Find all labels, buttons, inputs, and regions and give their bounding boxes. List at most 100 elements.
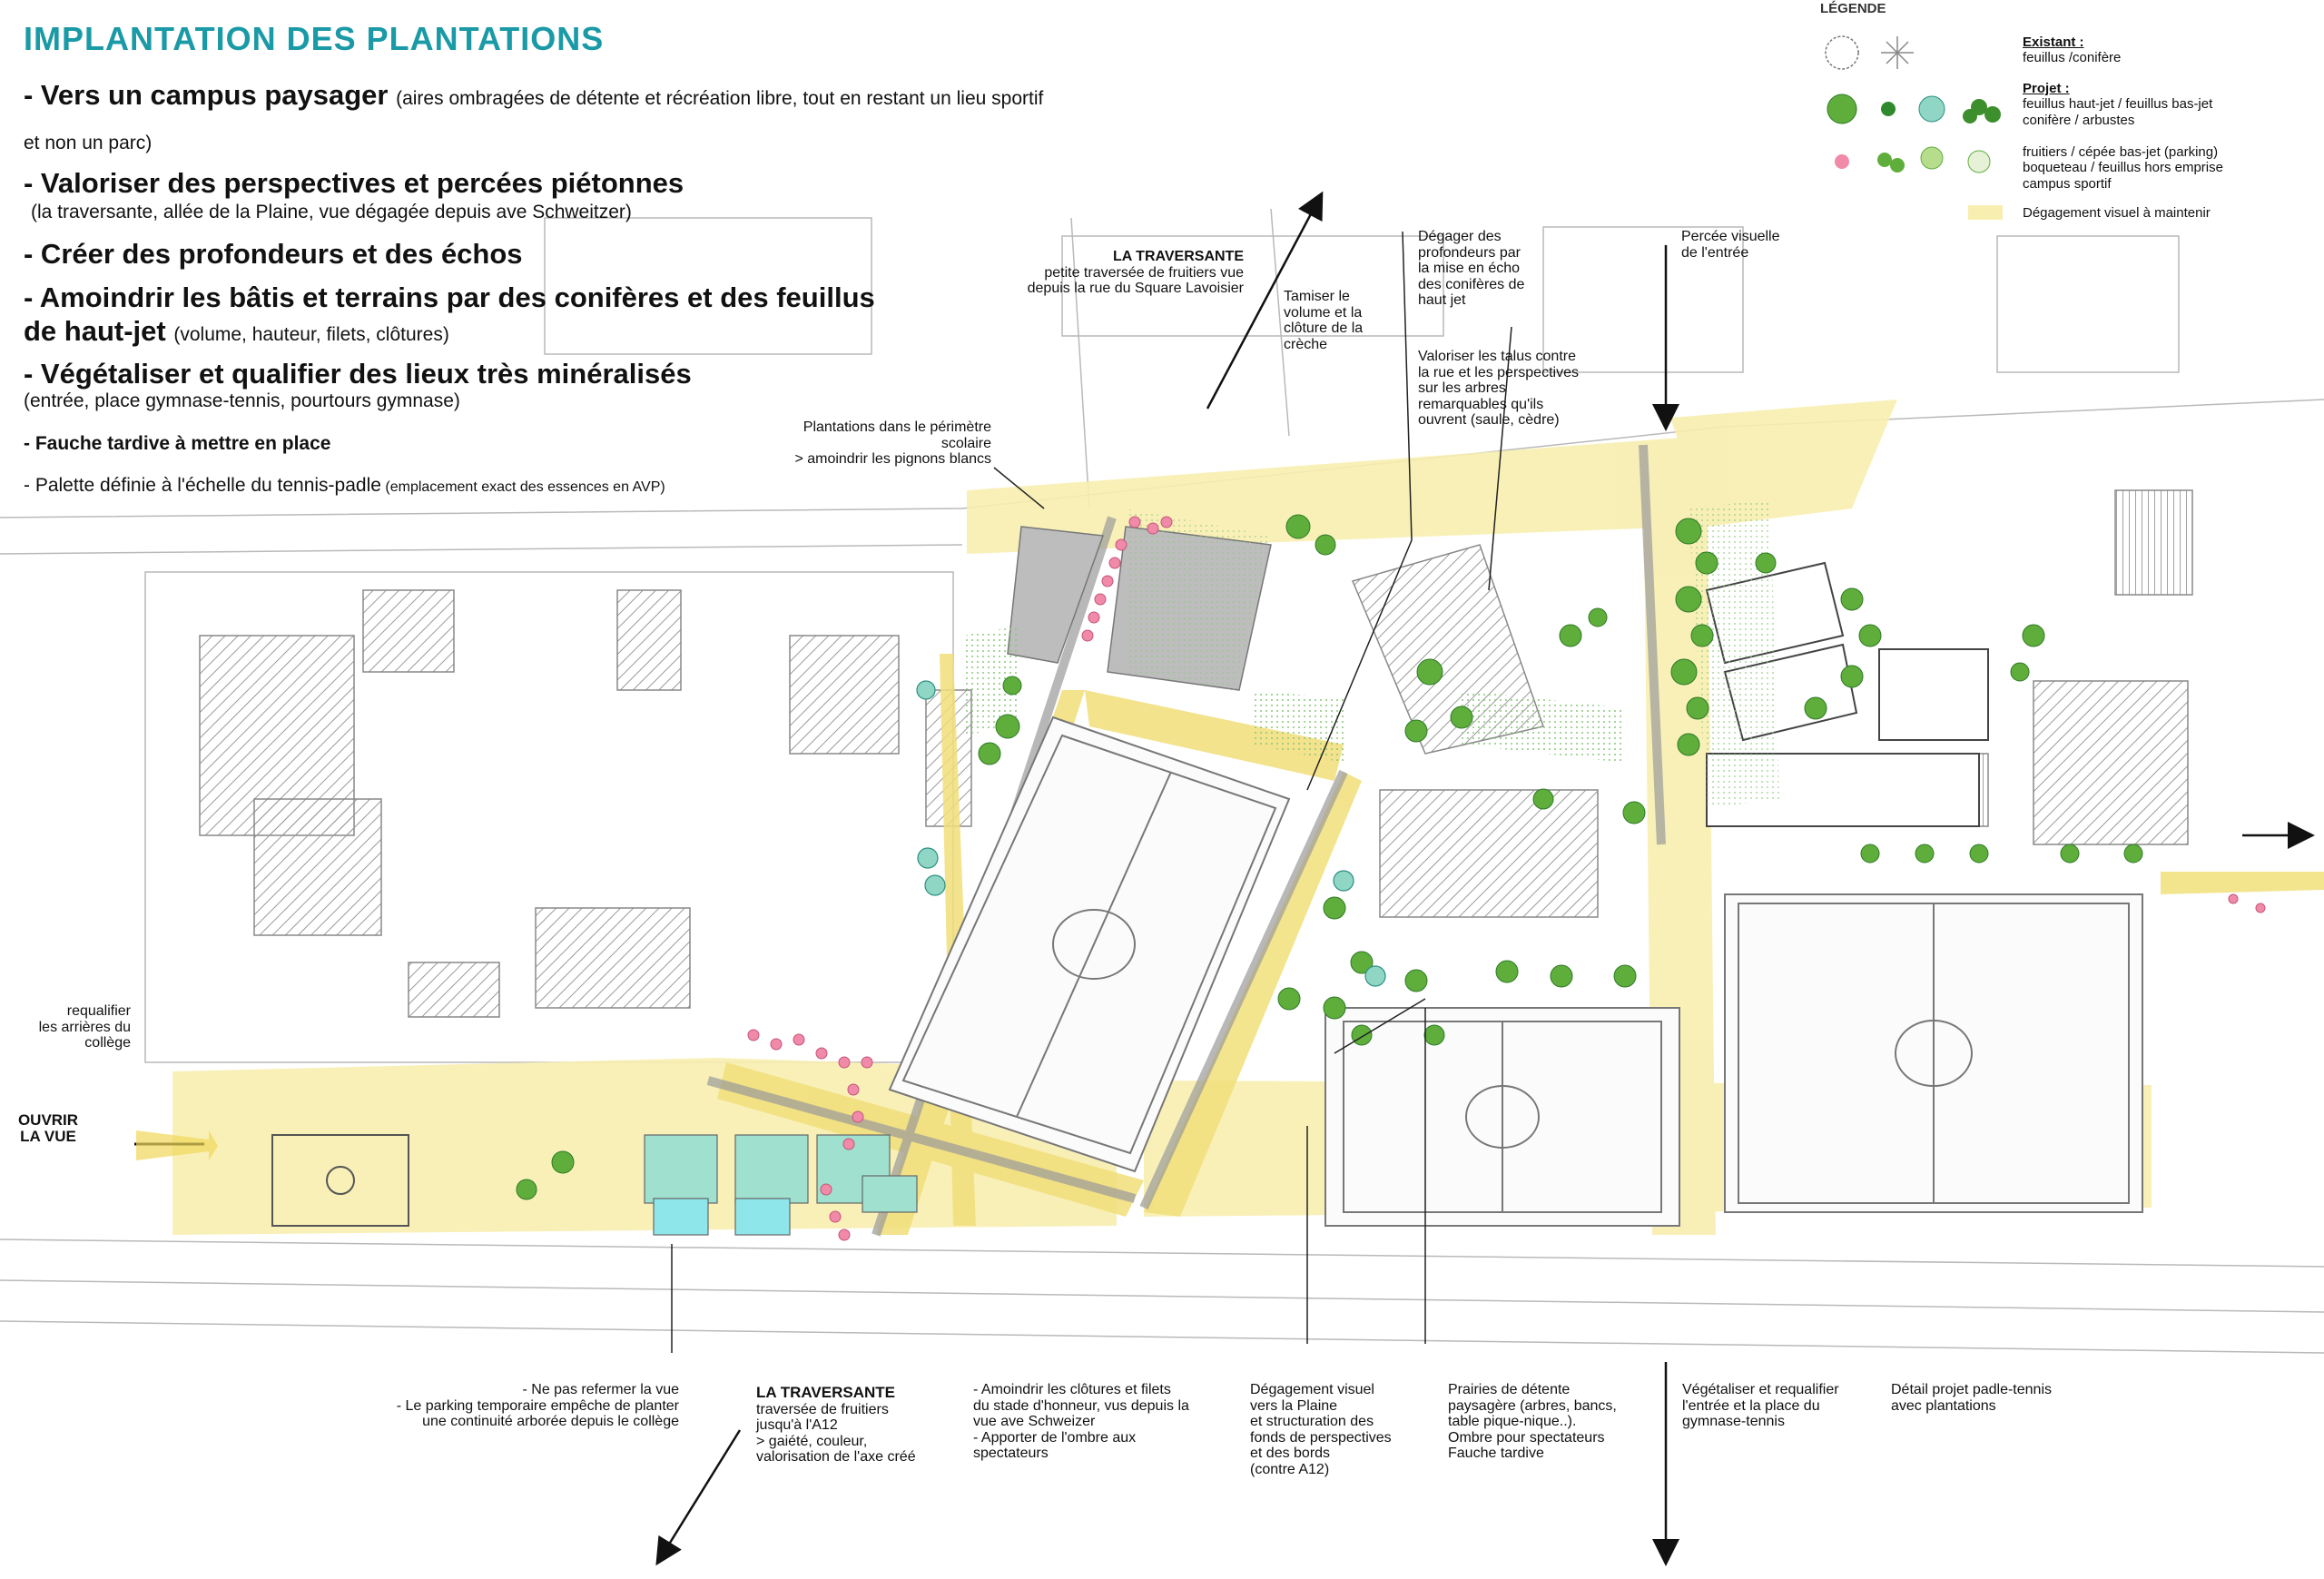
plantations-line: scolaire	[940, 435, 991, 451]
ne-pas-line: - Ne pas refermer la vue	[522, 1382, 679, 1397]
objective-1-cont: et non un parc)	[24, 133, 153, 153]
annotation-degager: Dégager des profondeurs par la mise en é…	[1418, 229, 1524, 309]
objective-5-detail: (entrée, place gymnase-tennis, pourtours…	[24, 390, 460, 411]
buildings	[199, 489, 2193, 1018]
degager-line: des conifères de	[1418, 276, 1525, 292]
annotation-valoriser: Valoriser les talus contre la rue et les…	[1418, 349, 1579, 429]
legend-existant-head: Existant :	[2023, 35, 2084, 50]
objective-1-detail: (aires ombragées de détente et récréatio…	[396, 88, 1044, 109]
valoriser-line: la rue et les perspectives	[1418, 364, 1579, 380]
requalifier-line: les arrières du	[38, 1019, 131, 1035]
project-trees	[516, 514, 2143, 1200]
bullet-palette: - Palette définie à l'échelle du tennis-…	[24, 475, 665, 497]
vegetaliser-line: gymnase-tennis	[1682, 1414, 1785, 1430]
ouvrir-line: OUVRIR	[17, 1111, 79, 1129]
legend-fruit-line1: fruitiers / cépée bas-jet (parking)	[2023, 144, 2219, 160]
bullet-palette-detail: (emplacement exact des essences en AVP)	[385, 479, 665, 495]
amoindrir-line: spectateurs	[973, 1446, 1049, 1462]
detail-padle-line: Détail projet padle-tennis	[1891, 1382, 2052, 1397]
annotation-ouvrir-la-vue: OUVRIR LA VUE	[7, 1112, 89, 1145]
annotation-degagement-visuel: Dégagement visuel vers la Plaine et stru…	[1250, 1382, 1392, 1478]
legend-symbols	[1825, 35, 2003, 220]
legend-existant-body: feuillus /conifère	[2023, 50, 2122, 66]
annotation-percee: Percée visuelle de l'entrée	[1681, 229, 1780, 261]
plantations-line: > amoindrir les pignons blancs	[794, 451, 991, 468]
annotation-vegetaliser-entree: Végétaliser et requalifier l'entrée et l…	[1682, 1382, 1839, 1430]
fruit-trees	[747, 516, 2266, 1241]
annotation-amoindrir-clotures: - Amoindrir les clôtures et filets du st…	[973, 1382, 1189, 1462]
plantations-line: Plantations dans le périmètre	[803, 419, 991, 435]
annotation-plantations: Plantations dans le périmètre scolaire >…	[737, 419, 991, 468]
traversante-bottom-line: > gaiété, couleur,	[756, 1433, 868, 1449]
amoindrir-line: du stade d'honneur, vus depuis la	[973, 1397, 1189, 1414]
ouvrir-line: LA VUE	[20, 1127, 76, 1145]
legend-title: LÉGENDE	[1820, 1, 1886, 16]
degagement-visuel-line: Dégagement visuel	[1250, 1382, 1374, 1397]
bullet-palette-head: - Palette définie à l'échelle du tennis-…	[24, 475, 381, 496]
valoriser-line: remarquables qu'ils	[1418, 396, 1544, 412]
objective-3-head: - Créer des profondeurs et des échos	[24, 238, 523, 270]
valoriser-line: sur les arbres	[1418, 380, 1506, 397]
tamiser-line: crèche	[1284, 336, 1328, 352]
tamiser-line: Tamiser le	[1284, 289, 1350, 304]
valoriser-line: ouvrent (saule, cèdre)	[1418, 412, 1560, 429]
objective-4-line2: de haut-jet (volume, hauteur, filets, cl…	[24, 315, 449, 348]
annotation-traversante-bottom: LA TRAVERSANTE traversée de fruitiers ju…	[756, 1384, 931, 1466]
legend-existant: Existant : feuillus /conifère	[2023, 35, 2121, 66]
ne-pas-line: - Le parking temporaire empêche de plant…	[396, 1397, 679, 1414]
annotation-prairies: Prairies de détente paysagère (arbres, b…	[1448, 1382, 1617, 1462]
prairies-line: Ombre pour spectateurs	[1448, 1429, 1605, 1446]
amoindrir-line: - Apporter de l'ombre aux	[973, 1429, 1137, 1446]
tamiser-line: volume et la	[1284, 304, 1363, 321]
objective-2-head: - Valoriser des perspectives et percées …	[24, 167, 684, 199]
legend-fruit-line2: boqueteau / feuillus hors emprise	[2023, 160, 2223, 176]
annotation-detail-padle: Détail projet padle-tennis avec plantati…	[1891, 1382, 2052, 1414]
vegetaliser-line: Végétaliser et requalifier	[1682, 1382, 1839, 1397]
bullet-fauche: - Fauche tardive à mettre en place	[24, 433, 331, 454]
requalifier-line: collège	[84, 1035, 131, 1051]
traversante-bottom-title: LA TRAVERSANTE	[756, 1384, 895, 1401]
traversante-bottom-line: traversée de fruitiers	[756, 1401, 889, 1417]
basketball-court	[271, 1134, 409, 1227]
leader-lines	[671, 231, 1512, 1353]
valoriser-line: Valoriser les talus contre	[1418, 349, 1576, 364]
traversante-top-line2: depuis la rue du Square Lavoisier	[1027, 281, 1244, 297]
annotation-requalifier: requalifier les arrières du collège	[18, 1003, 131, 1051]
tamiser-line: clôture de la	[1284, 321, 1364, 337]
degager-line: profondeurs par	[1418, 244, 1521, 261]
degager-line: Dégager des	[1418, 229, 1502, 244]
legend-fruit-line3: campus sportif	[2023, 175, 2112, 192]
objective-2-detail: (la traversante, allée de la Plaine, vue…	[31, 202, 632, 222]
legend-projet-head: Projet :	[2023, 81, 2070, 96]
annotation-tamiser: Tamiser le volume et la clôture de la cr…	[1284, 289, 1363, 352]
objective-4-head: - Amoindrir les bâtis et terrains par de…	[24, 281, 875, 313]
degagement-visuel-line: et structuration des	[1250, 1414, 1374, 1430]
degagement-visuel-line: et des bords	[1250, 1446, 1331, 1462]
degager-line: haut jet	[1418, 292, 1466, 309]
vegetaliser-line: l'entrée et la place du	[1682, 1397, 1820, 1414]
ne-pas-line: une continuité arborée depuis le collège	[422, 1414, 679, 1430]
objective-5-head: - Végétaliser et qualifier des lieux trè…	[24, 358, 692, 390]
legend-projet-line2: conifère / arbustes	[2023, 112, 2135, 128]
padel-courts	[644, 1134, 918, 1236]
degagement-visuel-line: (contre A12)	[1250, 1461, 1330, 1477]
annotation-ne-pas-refermer: - Ne pas refermer la vue - Le parking te…	[327, 1382, 679, 1430]
percee-line: de l'entrée	[1681, 244, 1749, 261]
degagement-visuel-line: fonds de perspectives	[1250, 1429, 1392, 1446]
requalifier-line: requalifier	[66, 1003, 131, 1019]
lawn-areas	[962, 499, 1779, 808]
detail-padle-line: avec plantations	[1891, 1397, 1996, 1414]
stadium-pitch	[888, 715, 1291, 1173]
prairies-line: Fauche tardive	[1448, 1446, 1544, 1462]
annotation-traversante-top: LA TRAVERSANTE petite traversée de fruit…	[985, 249, 1244, 297]
legend-degagement: Dégagement visuel à maintenir	[2023, 205, 2211, 221]
legend-projet-line1: feuillus haut-jet / feuillus bas-jet	[2023, 96, 2213, 113]
sports-fields	[1324, 893, 2143, 1227]
prairies-line: Prairies de détente	[1448, 1382, 1571, 1397]
traversante-top-title: LA TRAVERSANTE	[1113, 249, 1244, 264]
objective-1: - Vers un campus paysager (aires ombragé…	[24, 79, 1043, 112]
objective-4-detail: (volume, hauteur, filets, clôtures)	[173, 324, 449, 345]
legend-fruitiers: fruitiers / cépée bas-jet (parking) boqu…	[2023, 144, 2223, 192]
prairies-line: table pique-nique..).	[1448, 1414, 1577, 1430]
